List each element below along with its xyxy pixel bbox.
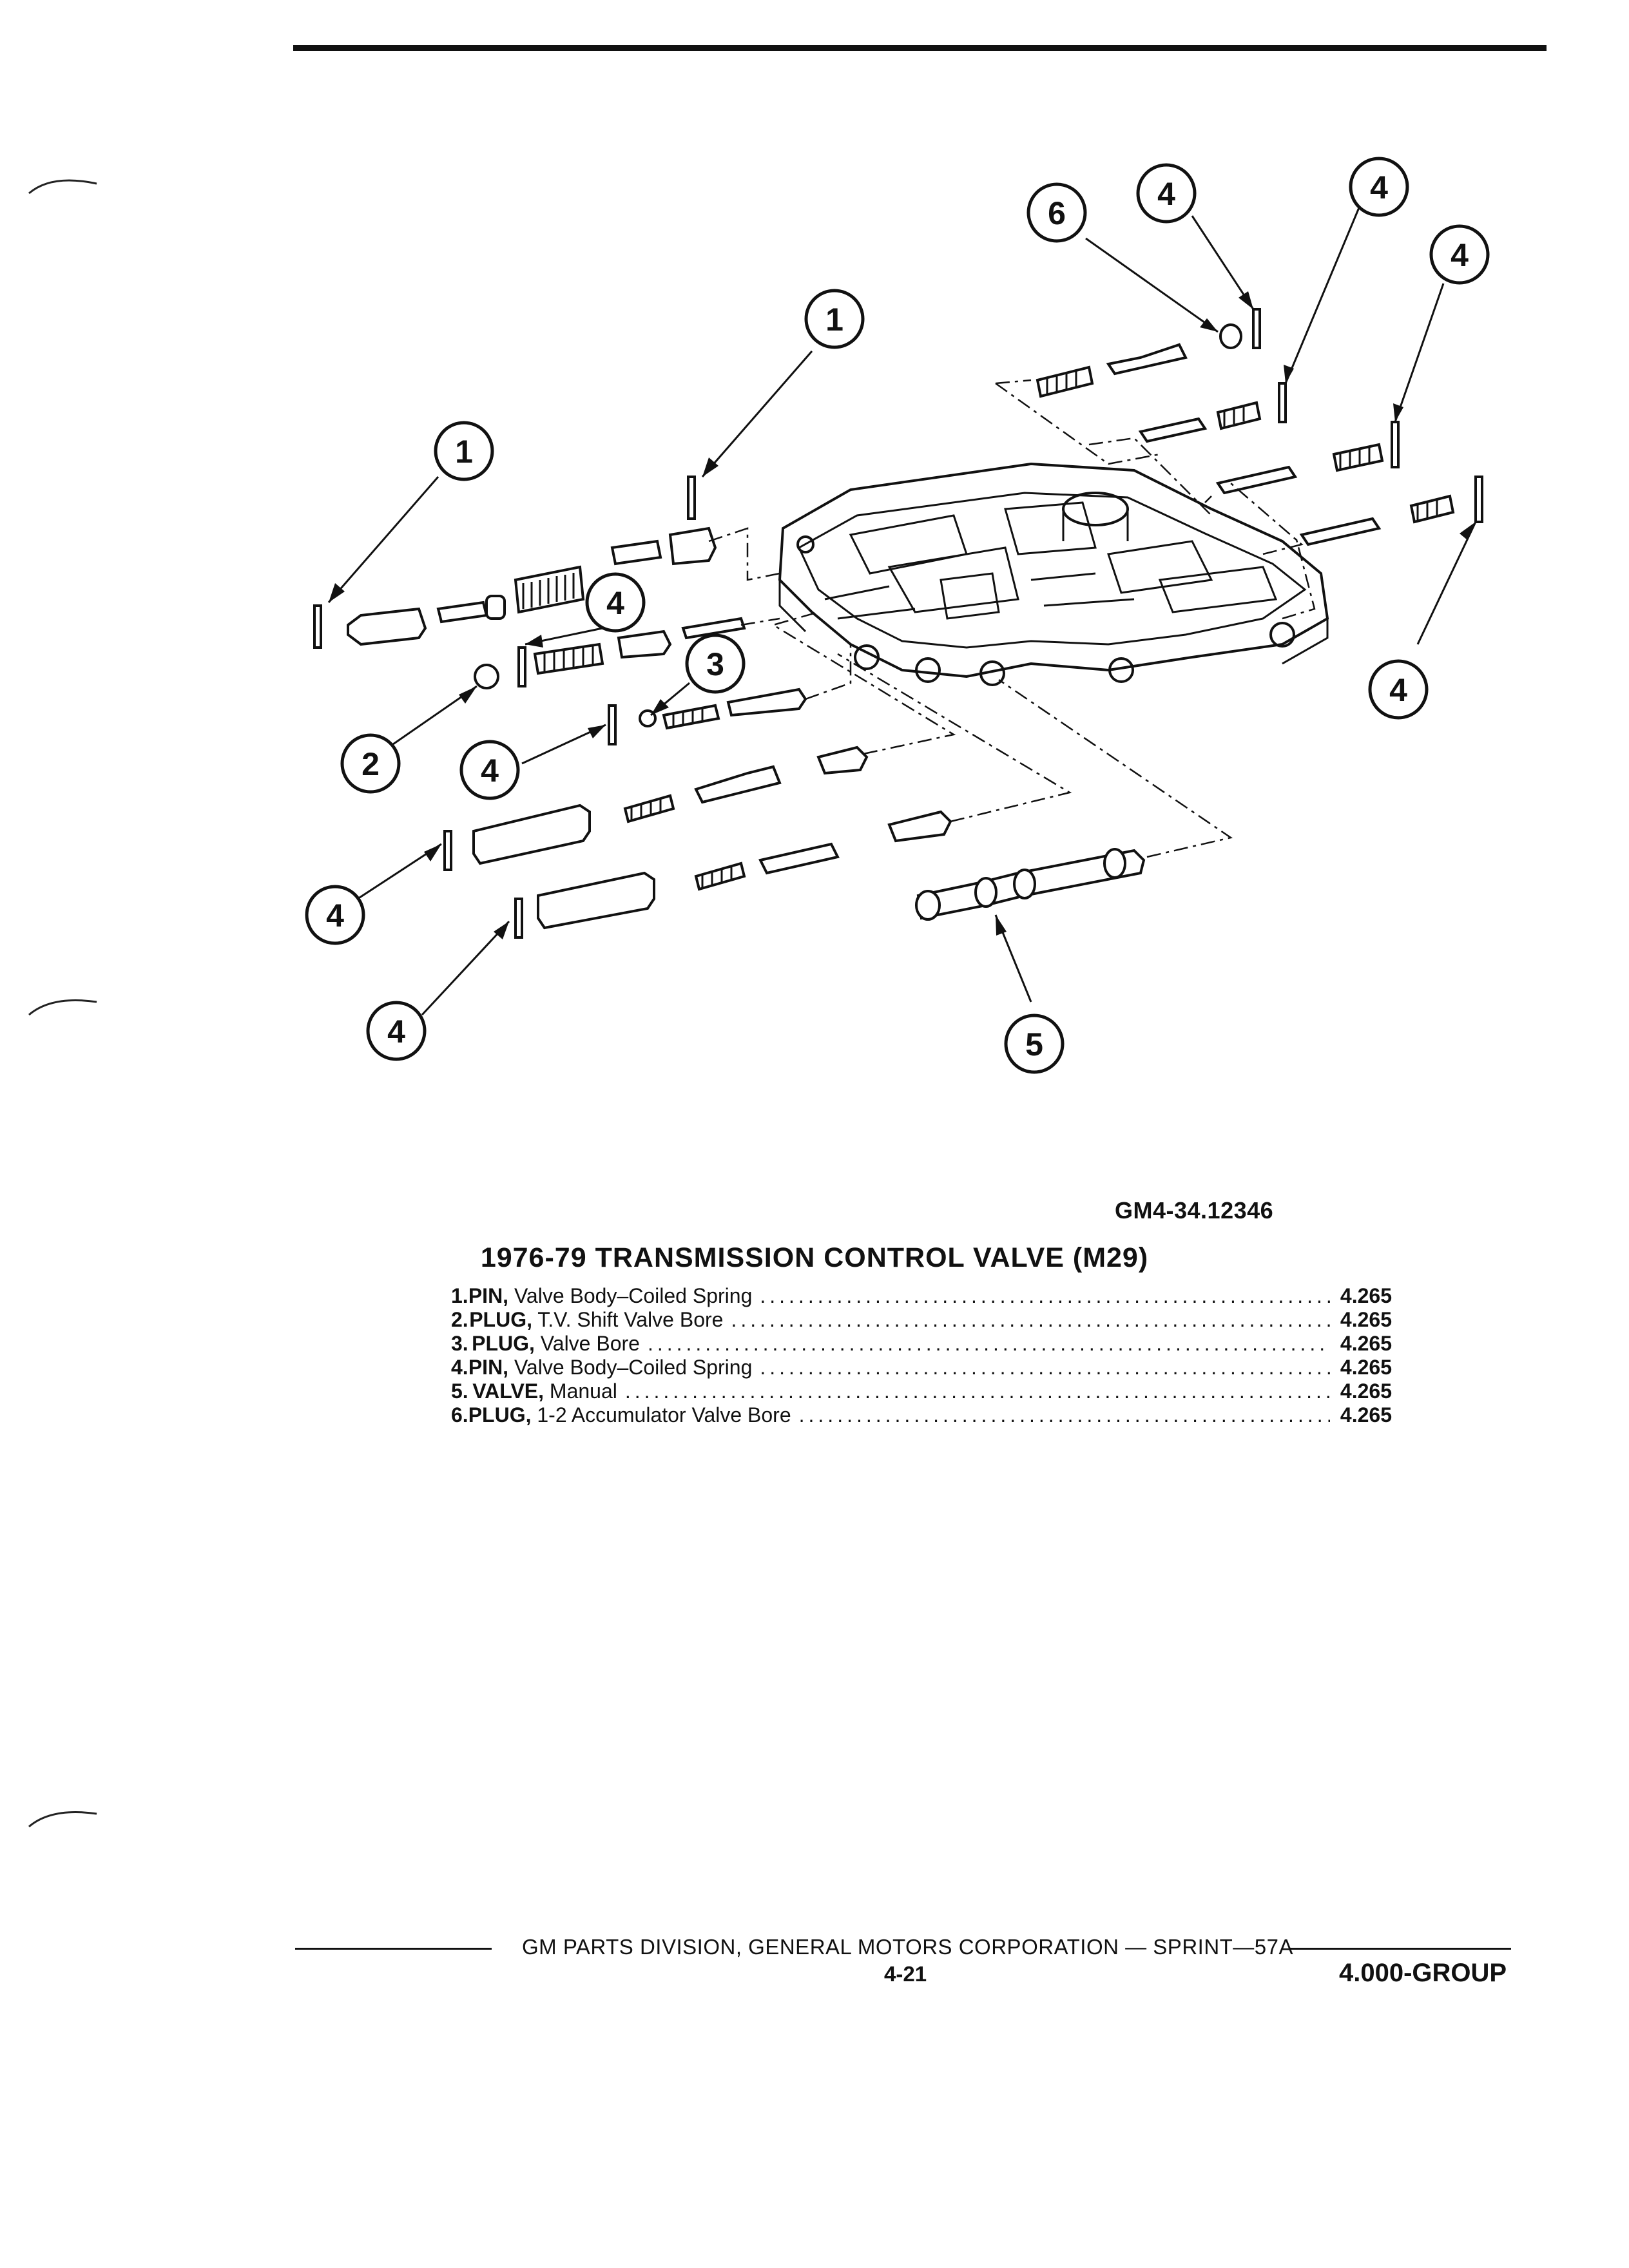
footer-rule-left: [295, 1948, 492, 1950]
part-description: PLUG, Valve Bore: [472, 1332, 640, 1355]
top-rule: [293, 45, 1547, 51]
part-ref: 4.265: [1340, 1332, 1392, 1355]
svg-text:4: 4: [1157, 176, 1175, 212]
arrow-heads: [329, 291, 1476, 939]
callout-4: 4: [1136, 163, 1197, 224]
callout-6: 6: [1027, 182, 1087, 243]
part-ref: 4.265: [1340, 1379, 1392, 1403]
valve-parts-row-1: [313, 476, 717, 649]
svg-text:4: 4: [1389, 672, 1407, 708]
part-ref: 4.265: [1340, 1403, 1392, 1427]
exploded-valve-diagram: 1 1 2 3 4 4 4 4 4 4 4 4 5 6: [305, 157, 1490, 1074]
part-number: 1.: [451, 1284, 468, 1307]
part-description: PLUG, 1-2 Accumulator Valve Bore: [468, 1403, 791, 1427]
footer-rule-right: [1289, 1948, 1511, 1950]
valve-body: [778, 462, 1329, 686]
part-ref: 4.265: [1340, 1284, 1392, 1307]
callout-1: 1: [434, 421, 494, 481]
leader-dots: [760, 1284, 1330, 1308]
figure-id: GM4-34.12346: [1115, 1197, 1274, 1224]
parts-row: 2. PLUG, T.V. Shift Valve Bore 4.265: [451, 1308, 1392, 1332]
part-description: PLUG, T.V. Shift Valve Bore: [469, 1308, 724, 1331]
parts-row: 1. PIN, Valve Body–Coiled Spring 4.265: [451, 1284, 1392, 1308]
leader-dots: [760, 1356, 1330, 1379]
svg-text:4: 4: [481, 753, 499, 789]
part-number: 5.: [451, 1379, 468, 1403]
valve-parts-row-3: [443, 745, 952, 939]
callout-4: 4: [1349, 157, 1409, 217]
svg-text:3: 3: [706, 646, 724, 682]
part-description: PIN, Valve Body–Coiled Spring: [468, 1284, 753, 1307]
svg-text:4: 4: [326, 898, 344, 934]
footer-publisher: GM PARTS DIVISION, GENERAL MOTORS CORPOR…: [522, 1935, 1294, 1959]
callout-3: 3: [685, 633, 746, 694]
part-number: 4.: [451, 1356, 468, 1379]
parts-row: 4. PIN, Valve Body–Coiled Spring 4.265: [451, 1356, 1392, 1379]
parts-row: 3. PLUG, Valve Bore 4.265: [451, 1332, 1392, 1356]
svg-text:2: 2: [361, 746, 380, 782]
svg-text:4: 4: [1370, 169, 1388, 206]
svg-text:4: 4: [606, 585, 624, 621]
callout-4: 4: [459, 740, 520, 800]
svg-text:6: 6: [1048, 195, 1066, 231]
parts-row: 5. VALVE, Manual 4.265: [451, 1379, 1392, 1403]
callout-4: 4: [585, 572, 646, 633]
leader-dots: [731, 1308, 1329, 1332]
group-number: 4.000-GROUP: [1339, 1959, 1507, 1987]
leader-dots: [625, 1379, 1330, 1403]
svg-text:1: 1: [825, 302, 843, 338]
manual-valve: [915, 848, 1146, 921]
parts-row: 6. PLUG, 1-2 Accumulator Valve Bore 4.26…: [451, 1403, 1392, 1427]
part-number: 3.: [451, 1332, 468, 1355]
part-number: 2.: [451, 1308, 468, 1331]
parts-list: 1. PIN, Valve Body–Coiled Spring 4.265 2…: [451, 1284, 1392, 1427]
part-description: VALVE, Manual: [472, 1379, 617, 1403]
svg-text:5: 5: [1025, 1026, 1043, 1062]
svg-text:4: 4: [387, 1014, 405, 1050]
alignment-lines: [708, 379, 1316, 858]
valve-parts-right: [1036, 308, 1483, 546]
callout-4: 4: [366, 1001, 427, 1061]
part-number: 6.: [451, 1403, 468, 1427]
svg-text:4: 4: [1451, 237, 1469, 273]
part-description: PIN, Valve Body–Coiled Spring: [468, 1356, 753, 1379]
svg-text:1: 1: [455, 434, 473, 470]
callout-4: 4: [305, 885, 365, 945]
leader-dots: [799, 1403, 1330, 1427]
scan-mark: [28, 179, 97, 195]
valve-parts-row-2: [474, 617, 807, 745]
scan-mark: [28, 1811, 97, 1828]
leader-lines: [327, 206, 1477, 1016]
page-number: 4-21: [884, 1962, 927, 1986]
part-ref: 4.265: [1340, 1308, 1392, 1331]
callout-4: 4: [1368, 659, 1429, 720]
figure-title: 1976-79 TRANSMISSION CONTROL VALVE (M29): [480, 1242, 1149, 1273]
callout-5: 5: [1004, 1014, 1065, 1074]
callout-2: 2: [340, 733, 401, 794]
part-ref: 4.265: [1340, 1356, 1392, 1379]
scan-mark: [28, 999, 97, 1016]
leader-dots: [648, 1332, 1330, 1356]
callout-4: 4: [1429, 224, 1490, 285]
callout-1: 1: [804, 289, 865, 349]
